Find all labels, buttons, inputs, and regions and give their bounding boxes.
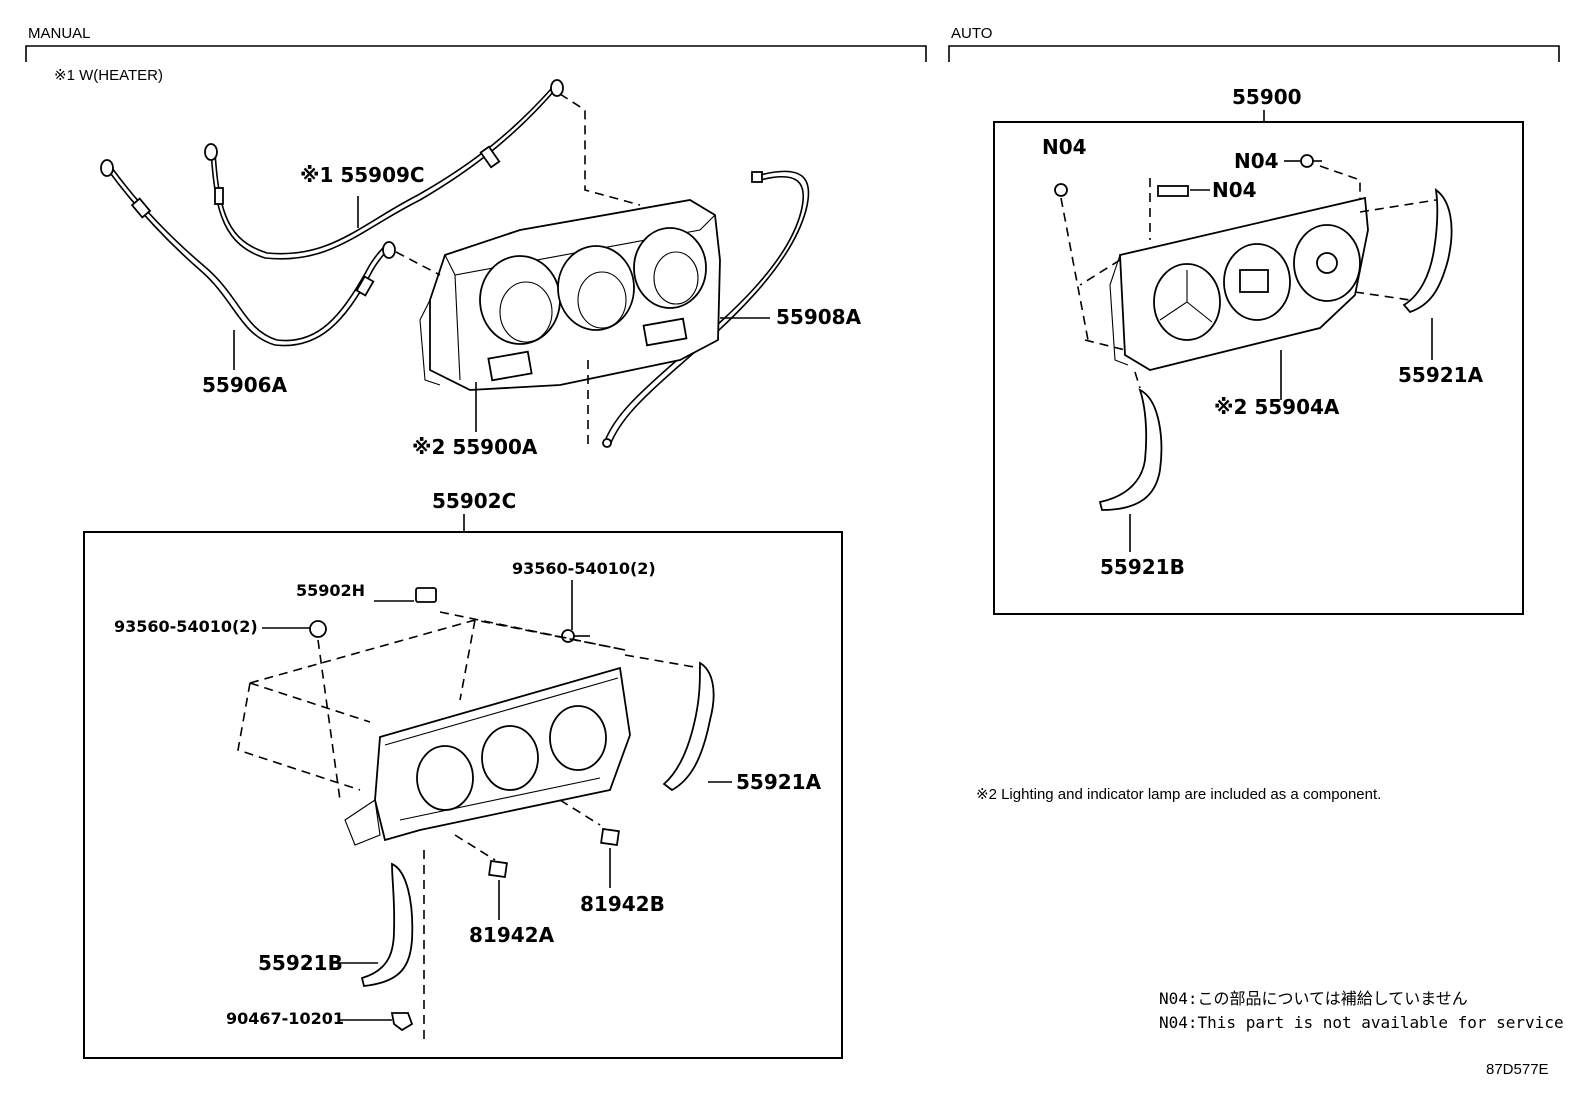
n04-note-en: N04:This part is not available for servi…: [1159, 1013, 1564, 1032]
lighting-note: ※2 Lighting and indicator lamp are inclu…: [976, 786, 1381, 803]
screw-93560-left: [309, 620, 327, 638]
clip-90467: [390, 1012, 414, 1032]
label-n04-b: N04: [1234, 149, 1279, 173]
label-55906A: 55906A: [202, 373, 288, 397]
label-55908A: 55908A: [776, 305, 862, 329]
cable-55908A: [602, 170, 810, 448]
bulb-n04-a: [1054, 183, 1068, 197]
section-auto-label: AUTO: [951, 25, 992, 42]
label-93560-right: 93560-54010(2): [512, 559, 656, 578]
label-55921A-manual: 55921A: [736, 770, 822, 794]
cable-55909C: [204, 79, 564, 260]
label-55900: 55900: [1232, 85, 1302, 109]
screw-n04-b: [1300, 154, 1322, 168]
label-55902H: 55902H: [296, 581, 365, 600]
label-93560-left: 93560-54010(2): [114, 617, 258, 636]
label-81942A: 81942A: [469, 923, 555, 947]
bezel-55902C: [344, 666, 631, 846]
label-55909C: ※1 55909C: [300, 163, 425, 187]
label-55921B-auto: 55921B: [1100, 555, 1185, 579]
dash-n04-c: [1149, 165, 1361, 240]
label-55921B-manual: 55921B: [258, 951, 343, 975]
assembly-box-55902C: [83, 531, 843, 1059]
trim-55921A-auto: [1402, 188, 1453, 314]
label-55921A-auto: 55921A: [1398, 363, 1484, 387]
heater-note: ※1 W(HEATER): [54, 67, 163, 84]
dash-cable-to-unit-2: [395, 251, 441, 276]
control-unit-55900A: [419, 199, 721, 391]
trim-55921B-manual: [360, 862, 414, 987]
dash-n04-a: [1060, 197, 1089, 341]
dash-55921B-auto: [1134, 371, 1141, 389]
section-manual-bracket: [25, 45, 927, 62]
clip-81942A: [488, 859, 508, 879]
assembly-box-55900: [993, 121, 1524, 615]
control-panel-55904A: [1109, 196, 1369, 371]
label-81942B: 81942B: [580, 892, 665, 916]
dash-clips: [454, 799, 601, 861]
n04-note-jp: N04:この部品については補給していません: [1159, 989, 1468, 1008]
lamp-n04-c: [1157, 185, 1189, 197]
section-auto-bracket: [948, 45, 1560, 62]
label-55900A: ※2 55900A: [412, 435, 538, 459]
label-n04-c: N04: [1212, 178, 1257, 202]
trim-55921A-manual: [662, 661, 715, 792]
trim-55921B-auto: [1098, 388, 1163, 511]
label-90467: 90467-10201: [226, 1009, 344, 1028]
section-manual-label: MANUAL: [28, 25, 91, 42]
cable-55906A: [100, 159, 396, 347]
clip-81942B: [600, 827, 620, 847]
bezel-dashed-outline: [237, 611, 701, 801]
label-n04-a: N04: [1042, 135, 1087, 159]
label-55902C: 55902C: [432, 489, 516, 513]
clip-55902H: [415, 587, 437, 603]
dash-cable-to-unit-1: [559, 93, 641, 206]
label-55904A: ※2 55904A: [1214, 395, 1340, 419]
diagram-id: 87D577E: [1486, 1061, 1549, 1078]
dash-auto-frame: [1079, 259, 1126, 351]
dash-55921A-auto: [1354, 199, 1437, 301]
